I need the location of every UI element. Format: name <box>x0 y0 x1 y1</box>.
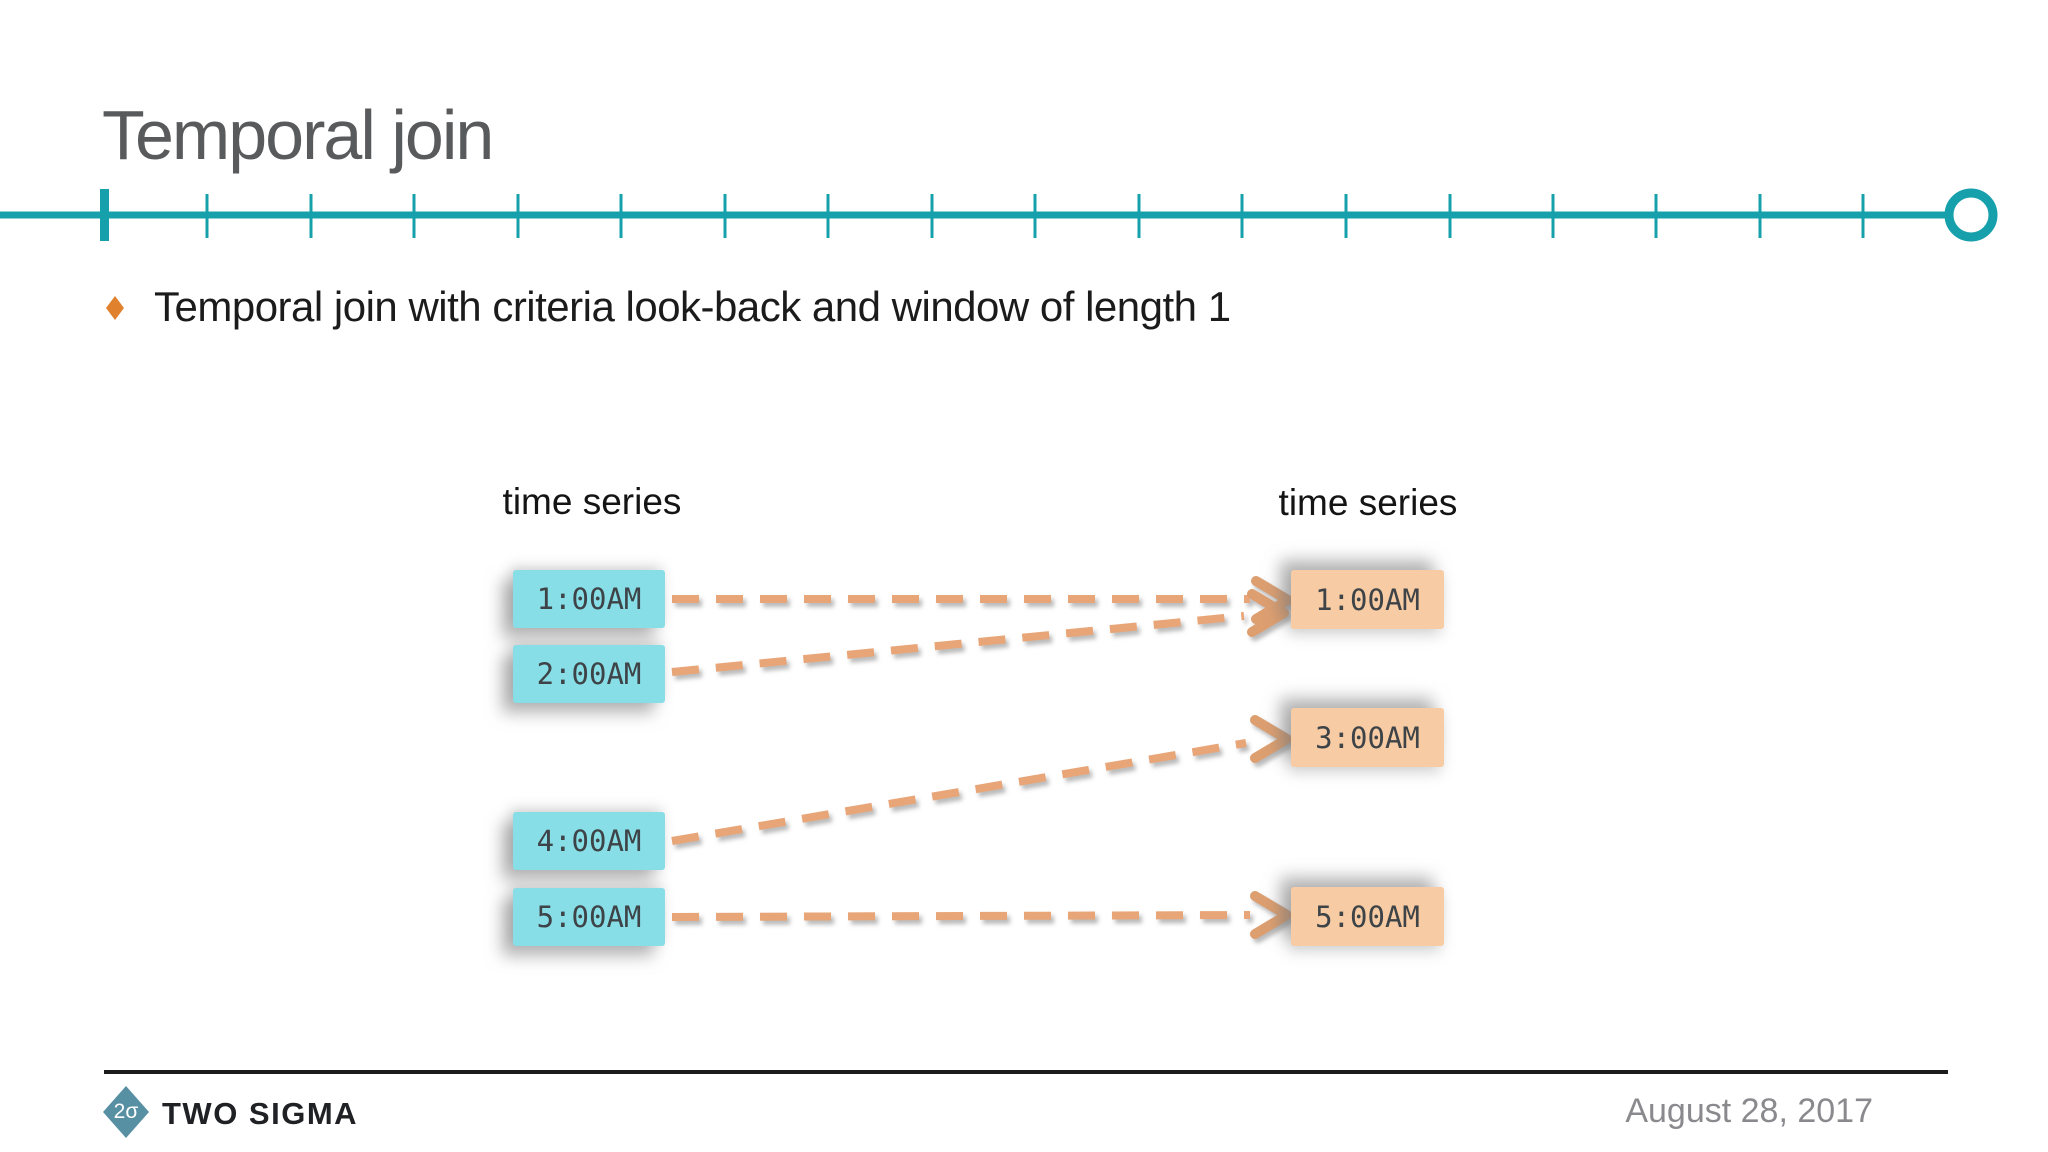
bullet-text: Temporal join with criteria look-back an… <box>154 283 1231 330</box>
timeline-first-tick <box>100 189 109 241</box>
join-arrows <box>671 576 1293 939</box>
timeline-graphic <box>0 188 1998 242</box>
page-title: Temporal join <box>102 96 494 174</box>
left-series-title: time series <box>502 481 682 522</box>
footer-divider <box>104 1070 1948 1074</box>
timeline-end-circle <box>1944 188 1998 242</box>
right-row-3am: 3:00AM <box>1291 708 1444 767</box>
arrowhead-5am <box>1250 891 1292 939</box>
join-arrow-5am-5am <box>671 911 1251 921</box>
slide-date: August 28, 2017 <box>1625 1092 1873 1130</box>
two-sigma-logo-icon: 2σ <box>103 1086 149 1138</box>
join-arrow-2am-1am <box>671 612 1245 676</box>
left-row-5am: 5:00AM <box>513 888 665 946</box>
logo-monogram: 2σ <box>113 1100 139 1123</box>
right-row-5am: 5:00AM <box>1291 887 1444 946</box>
bullet-diamond-icon <box>106 296 124 320</box>
left-row-1am: 1:00AM <box>513 570 665 628</box>
arrowhead-3am <box>1250 715 1292 763</box>
arrowhead-1am-b <box>1247 589 1289 637</box>
arrowhead-1am-a <box>1251 576 1293 624</box>
right-series-title: time series <box>1278 482 1458 523</box>
left-row-4am: 4:00AM <box>513 812 665 870</box>
left-row-2am: 2:00AM <box>513 645 665 703</box>
join-arrow-4am-3am <box>671 739 1247 845</box>
brand-name: TWO SIGMA <box>162 1096 359 1131</box>
right-row-1am: 1:00AM <box>1291 570 1444 629</box>
